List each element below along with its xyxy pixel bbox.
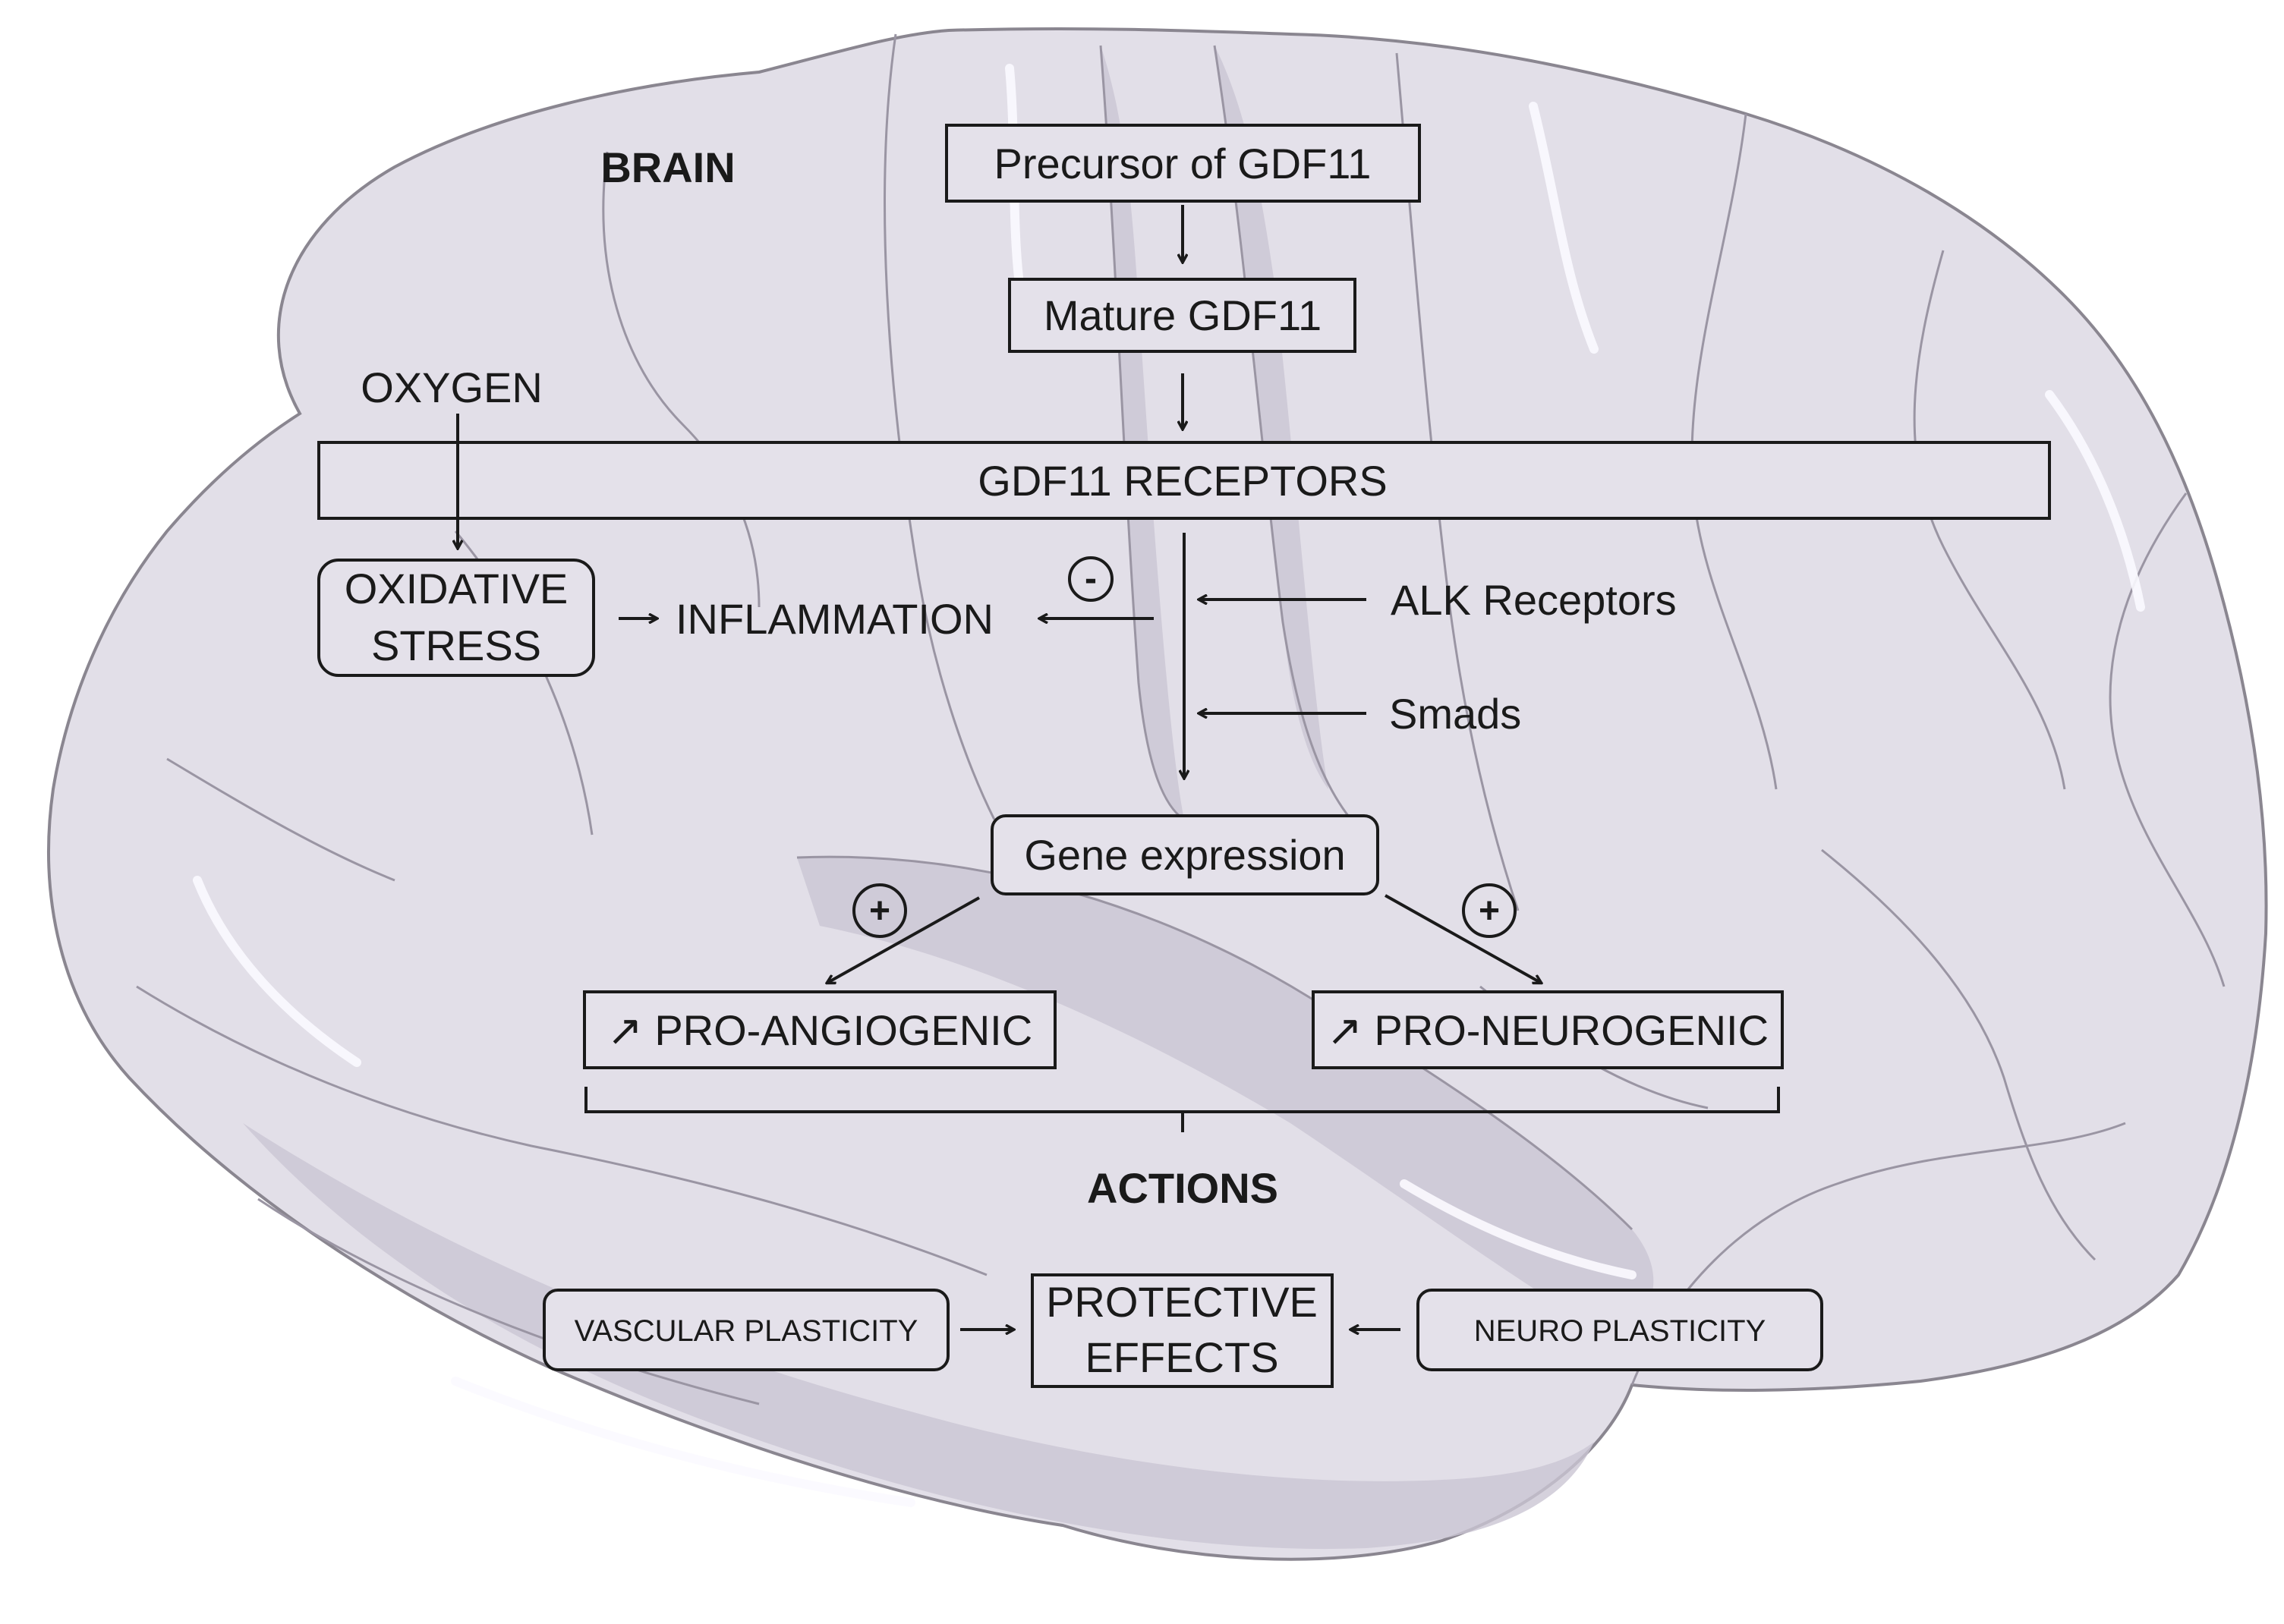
alk-receptors-text: ALK Receptors bbox=[1391, 576, 1677, 624]
gyrus-line bbox=[166, 757, 395, 882]
gyrus-line bbox=[796, 855, 1633, 1231]
arrow-gene-to-neurogenic bbox=[1385, 894, 1541, 983]
gene-expression-box bbox=[991, 814, 1379, 895]
mature-text: Mature GDF11 bbox=[1044, 291, 1322, 339]
brain-highlight bbox=[1400, 1179, 1637, 1279]
pro-angiogenic-box bbox=[583, 990, 1057, 1069]
brain-highlight bbox=[451, 1377, 915, 1507]
mature-box bbox=[1008, 278, 1356, 353]
oxidative-stress-box bbox=[317, 559, 595, 677]
brain-highlight bbox=[2045, 390, 2145, 612]
lower-shade bbox=[243, 1123, 1594, 1550]
promote-sign-left: + bbox=[869, 891, 890, 931]
inflammation-text: INFLAMMATION bbox=[676, 595, 994, 643]
actions-label: ACTIONS bbox=[1087, 1164, 1278, 1212]
brain-outline bbox=[47, 27, 2268, 1561]
actions-bracket bbox=[584, 1087, 1780, 1132]
vascular-plasticity-text: VASCULAR PLASTICITY bbox=[575, 1314, 918, 1348]
arrow-gene-to-angiogenic bbox=[827, 896, 980, 983]
pro-neurogenic-box bbox=[1312, 990, 1784, 1069]
pro-neurogenic-text: ↗ PRO-NEUROGENIC bbox=[1327, 1006, 1769, 1054]
receptors-text: GDF11 RECEPTORS bbox=[978, 457, 1387, 505]
protective-effects-text-1: PROTECTIVE bbox=[1046, 1278, 1318, 1326]
flow-diagram: BRAIN OXYGEN Precursor of GDF11 Mature G… bbox=[317, 124, 2051, 1388]
protective-effects-text-2: EFFECTS bbox=[1085, 1333, 1278, 1381]
protective-effects-box bbox=[1031, 1273, 1334, 1388]
brain-highlight bbox=[1529, 102, 1599, 354]
frontal-shade bbox=[1101, 46, 1184, 820]
brain-highlight bbox=[193, 876, 361, 1067]
inhibit-sign: - bbox=[1085, 559, 1097, 599]
gyrus-line bbox=[257, 1198, 760, 1405]
oxidative-stress-text-2: STRESS bbox=[371, 622, 541, 669]
precursor-text: Precursor of GDF11 bbox=[994, 140, 1372, 187]
promote-sign-left-circle bbox=[852, 883, 907, 938]
oxygen-label: OXYGEN bbox=[361, 364, 543, 411]
promote-sign-right-circle bbox=[1462, 883, 1517, 938]
gyrus-line bbox=[1913, 250, 2066, 790]
precursor-box bbox=[945, 124, 1421, 203]
promote-sign-right: + bbox=[1479, 891, 1500, 931]
neuro-plasticity-box bbox=[1416, 1289, 1823, 1371]
central-shade bbox=[1214, 46, 1328, 789]
gyrus-line bbox=[136, 985, 988, 1276]
brain-illustration bbox=[47, 27, 2268, 1561]
inhibit-sign-circle bbox=[1068, 556, 1114, 602]
vascular-plasticity-box bbox=[543, 1289, 950, 1371]
receptors-box bbox=[317, 441, 2051, 520]
smads-text: Smads bbox=[1389, 690, 1521, 738]
pro-angiogenic-text: ↗ PRO-ANGIOGENIC bbox=[607, 1006, 1032, 1054]
gyrus-line bbox=[1395, 52, 1520, 911]
oxidative-stress-text-1: OXIDATIVE bbox=[345, 565, 569, 612]
gyrus-line bbox=[2109, 493, 2226, 987]
gyrus-line bbox=[602, 151, 761, 608]
brain-label: BRAIN bbox=[600, 143, 735, 191]
gene-expression-text: Gene expression bbox=[1024, 831, 1345, 879]
temporal-shade bbox=[797, 857, 1654, 1336]
gyrus-line bbox=[1821, 848, 2097, 1261]
neuro-plasticity-text: NEURO PLASTICITY bbox=[1474, 1314, 1766, 1348]
